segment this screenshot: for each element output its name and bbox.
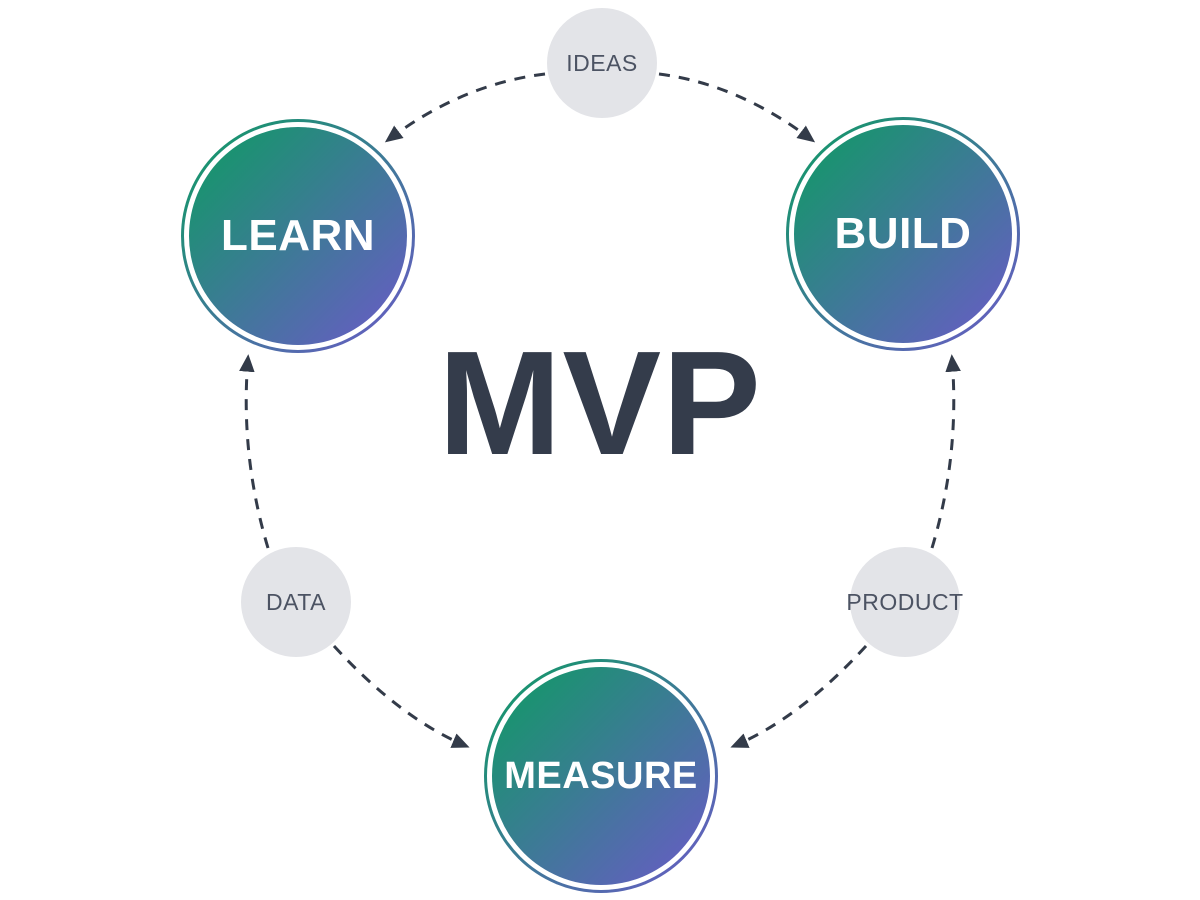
- stage-label-build: BUILD: [834, 209, 972, 258]
- stage-circle-build: BUILD: [786, 117, 1020, 351]
- artifact-circle-product: PRODUCT: [846, 547, 963, 657]
- artifact-label-data: DATA: [266, 588, 326, 615]
- arrow-ideas-to-learn: [384, 72, 546, 143]
- arrow-data-to-learn: [239, 354, 270, 549]
- stage-core-build: BUILD: [794, 125, 1012, 343]
- stage-circle-measure: MEASURE: [484, 659, 718, 893]
- mvp-title: MVP: [438, 321, 762, 486]
- artifact-circle-data: DATA: [241, 547, 351, 657]
- stage-label-measure: MEASURE: [504, 754, 698, 797]
- stage-core-learn: LEARN: [189, 127, 407, 345]
- artifact-label-product: PRODUCT: [846, 588, 964, 615]
- stage-label-learn: LEARN: [220, 211, 376, 260]
- stage-core-measure: MEASURE: [492, 667, 710, 885]
- arrow-product-to-build: [930, 354, 961, 549]
- arrow-data-to-measure: [332, 644, 470, 748]
- arrow-ideas-to-build: [658, 72, 816, 143]
- artifact-circle-ideas: IDEAS: [547, 8, 657, 118]
- arrow-product-to-measure: [730, 644, 868, 748]
- artifact-label-ideas: IDEAS: [566, 49, 638, 76]
- stage-circle-learn: LEARN: [181, 119, 415, 353]
